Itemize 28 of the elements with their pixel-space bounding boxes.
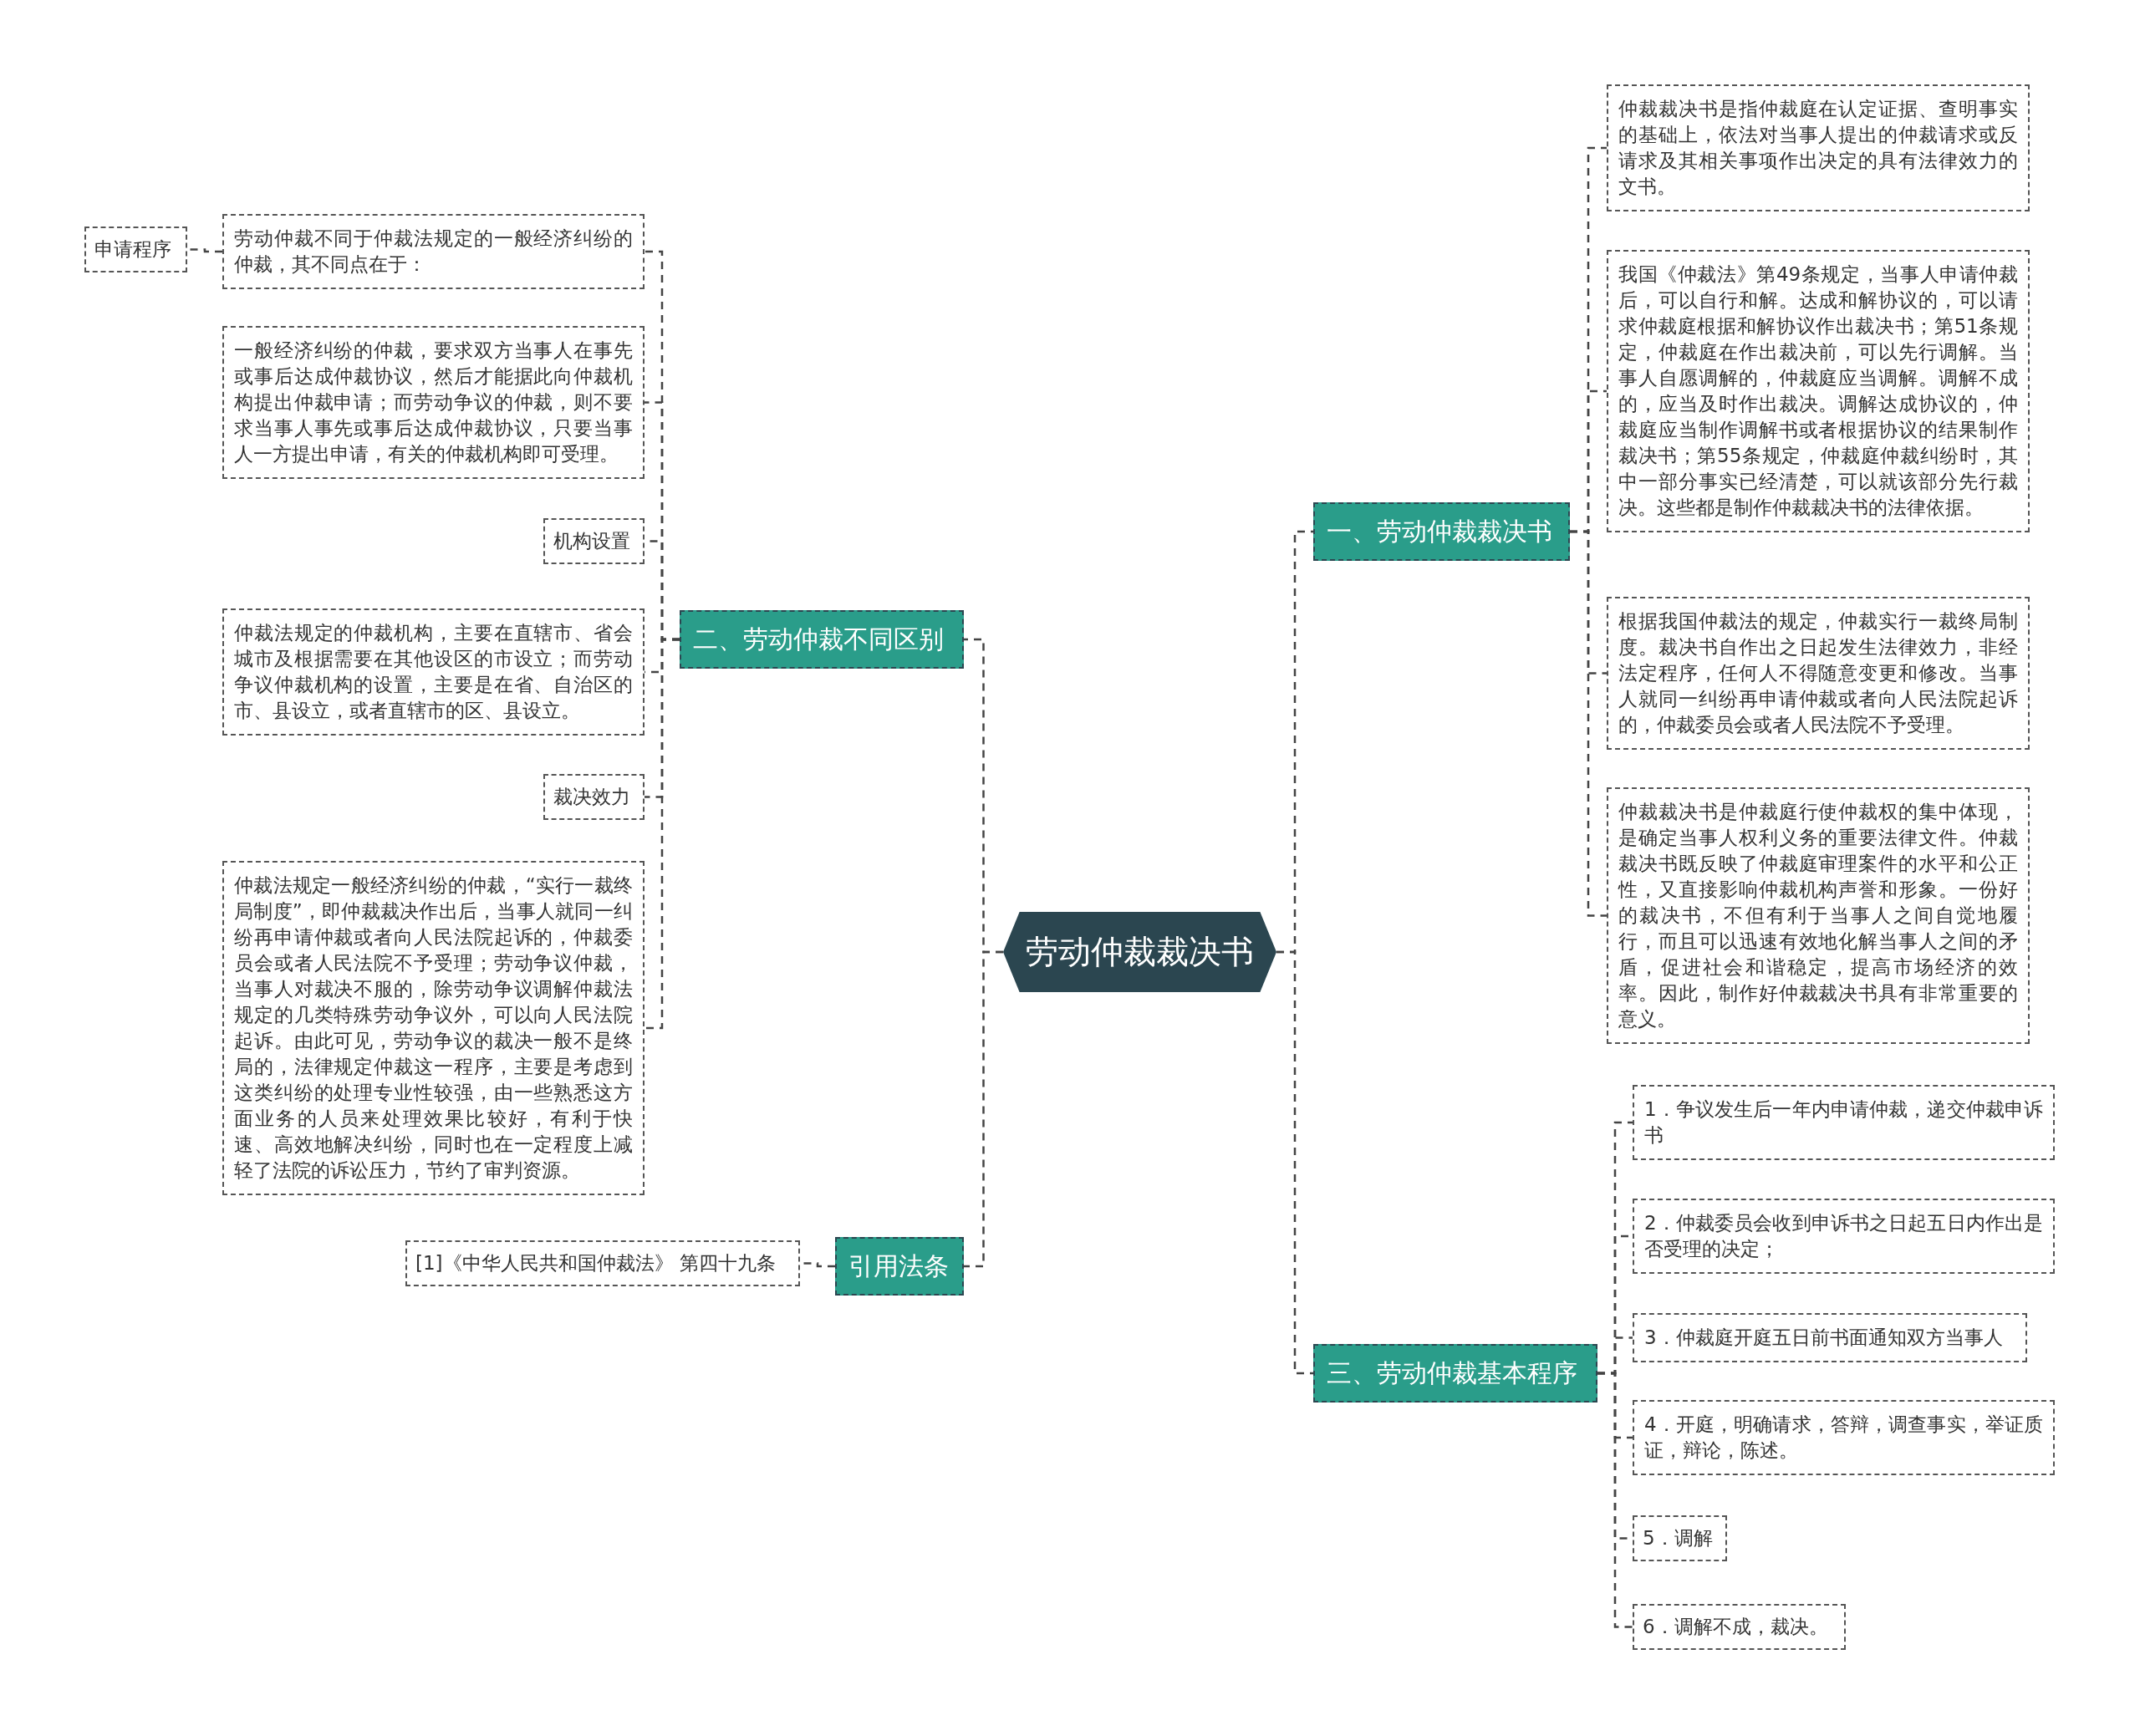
connector-line bbox=[964, 950, 1003, 1268]
text-note-box: 2．仲裁委员会收到申诉书之日起五日内作出是否受理的决定； bbox=[1633, 1199, 2055, 1274]
text-note-box: 仲裁法规定一般经济纠纷的仲裁，“实行一裁终局制度”，即仲裁裁决作出后，当事人就同一纠纷再申请仲裁或者向人民法院起诉的，仲裁委员会或者人民法院不予受理；劳动争议仲裁，当事人对裁决不服的，除劳动争议调解仲裁法规定的几类特殊劳动争议外，可以向人民法院起诉。由此可见，劳动争议的裁决一般不是终局的，法律规定仲裁这一程序，主要是考虑到这类纠纷的处理专业性较强，由一些熟悉这方面业务的人员来处理效果比较好，有利于快速、高效地解决纠纷，同时也在一定程度上减轻了法院的诉讼压力，节约了审判资源。 bbox=[222, 861, 645, 1195]
subtopic-box: 5．调解 bbox=[1633, 1515, 1727, 1561]
text-note-box: 我国《仲裁法》第49条规定，当事人申请仲裁后，可以自行和解。达成和解协议的，可以请求仲裁庭根据和解协议作出裁决书；第51条规定，仲裁庭在作出裁决前，可以先行调解。当事人自愿调解的，仲裁庭应当调解。调解不成的，应当及时作出裁决。调解达成协议的，仲裁庭应当制作调解书或者根据协议的结果制作裁决书；第55条规定，仲裁庭仲裁纠纷时，其中一部分事实已经清楚，可以就该部分先行裁决。这些都是制作仲裁裁决书的法律依据。 bbox=[1607, 250, 2030, 532]
central-topic-hexagon: 劳动仲裁裁决书 bbox=[1003, 912, 1276, 992]
subtopic-box: 机构设置 bbox=[543, 518, 645, 564]
subtopic-box: 6．调解不成，裁决。 bbox=[1633, 1604, 1846, 1650]
branch-topic-box: 二、劳动仲裁不同区别 bbox=[680, 610, 964, 669]
text-note-box: 1．争议发生后一年内申请仲裁，递交仲裁申诉书 bbox=[1633, 1085, 2055, 1160]
text-note-box: 一般经济纠纷的仲裁，要求双方当事人在事先或事后达成仲裁协议，然后才能据此向仲裁机构提出仲裁申请；而劳动争议的仲裁，则不要求当事人事先或事后达成仲裁协议，只要当事人一方提出申请，有关的仲裁机构即可受理。 bbox=[222, 326, 645, 479]
text-note-box: 3．仲裁庭开庭五日前书面通知双方当事人 bbox=[1633, 1313, 2027, 1362]
text-note-box: 仲裁裁决书是仲裁庭行使仲裁权的集中体现，是确定当事人权利义务的重要法律文件。仲裁裁决书既反映了仲裁庭审理案件的水平和公正性，又直接影响仲裁机构声誉和形象。一份好的裁决书，不但有利于当事人之间自觉地履行，而且可以迅速有效地化解当事人之间的矛盾，促进社会和谐稳定，提高市场经济的效率。因此，制作好仲裁裁决书具有非常重要的意义。 bbox=[1607, 787, 2030, 1044]
text-note-box: 仲裁法规定的仲裁机构，主要在直辖市、省会城市及根据需要在其他设区的市设立；而劳动争议仲裁机构的设置，主要是在省、自治区的市、县设立，或者直辖市的区、县设立。 bbox=[222, 608, 645, 736]
branch-topic-box: 三、劳动仲裁基本程序 bbox=[1313, 1344, 1597, 1403]
connector-line bbox=[1597, 1372, 1633, 1628]
branch-topic-box: 一、劳动仲裁裁决书 bbox=[1313, 502, 1570, 561]
text-note-box: 仲裁裁决书是指仲裁庭在认定证据、查明事实的基础上，依法对当事人提出的仲裁请求或反请求及其相关事项作出决定的具有法律效力的文书。 bbox=[1607, 84, 2030, 211]
text-note-box: 劳动仲裁不同于仲裁法规定的一般经济纠纷的仲裁，其不同点在于： bbox=[222, 214, 645, 289]
text-note-box: 4．开庭，明确请求，答辩，调查事实，举证质证，辩论，陈述。 bbox=[1633, 1400, 2055, 1475]
subtopic-box: 裁决效力 bbox=[543, 774, 645, 820]
connector-line bbox=[645, 638, 680, 1030]
text-note-box: 根据我国仲裁法的规定，仲裁实行一裁终局制度。裁决书自作出之日起发生法律效力，非经法定程序，任何人不得随意变更和修改。当事人就同一纠纷再申请仲裁或者向人民法院起诉的，仲裁委员会或者人民法院不予受理。 bbox=[1607, 597, 2030, 750]
branch-topic-box: 引用法条 bbox=[835, 1237, 964, 1296]
subtopic-box: 申请程序 bbox=[84, 227, 187, 272]
subtopic-box: [1]《中华人民共和国仲裁法》 第四十九条 bbox=[405, 1240, 800, 1286]
connector-line bbox=[1276, 950, 1313, 1375]
connector-line bbox=[1570, 530, 1607, 917]
